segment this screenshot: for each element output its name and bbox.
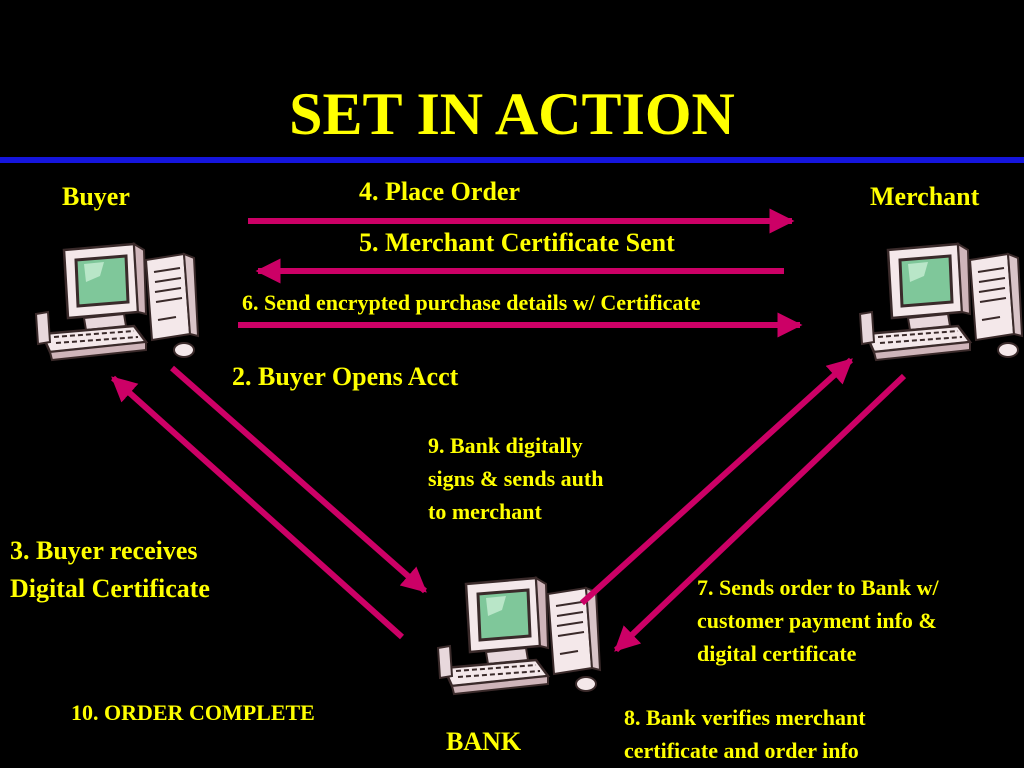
step-5-label: 5. Merchant Certificate Sent — [359, 228, 675, 257]
arrow-bank-to-buyer — [110, 375, 405, 640]
step-3-label: 3. Buyer receives Digital Certificate — [10, 532, 210, 609]
page-title: SET IN ACTION — [289, 81, 735, 147]
step-9-label: 9. Bank digitally signs & sends auth to … — [428, 429, 603, 528]
step-8-line: 8. Bank verifies merchant — [624, 705, 866, 730]
step-10-label: 10. ORDER COMPLETE — [71, 700, 315, 725]
step-7-label: 7. Sends order to Bank w/ customer payme… — [697, 571, 939, 670]
step-8-label: 8. Bank verifies merchant certificate an… — [624, 701, 866, 767]
arrow-buyer-to-bank — [170, 365, 427, 594]
step-6-label: 6. Send encrypted purchase details w/ Ce… — [242, 290, 701, 315]
step-7-line: customer payment info & — [697, 608, 937, 633]
step-9-line: 9. Bank digitally — [428, 433, 583, 458]
arrow-merchant-to-bank — [613, 373, 907, 653]
step-2-label: 2. Buyer Opens Acct — [232, 362, 459, 391]
buyer-computer-icon — [34, 242, 200, 362]
buyer-label: Buyer — [62, 182, 130, 211]
step-7-line: digital certificate — [697, 641, 857, 666]
step-3-line: Digital Certificate — [10, 574, 210, 604]
title-divider — [0, 157, 1024, 163]
bank-computer-icon — [436, 576, 602, 696]
arrow-bank-to-merchant — [579, 357, 854, 606]
step-9-line: signs & sends auth — [428, 466, 604, 491]
step-7-line: 7. Sends order to Bank w/ — [697, 575, 939, 600]
step-3-line: 3. Buyer receives — [10, 536, 198, 565]
step-4-label: 4. Place Order — [359, 177, 520, 206]
step-9-line: to merchant — [428, 499, 542, 524]
merchant-label: Merchant — [870, 182, 980, 211]
step-8-line: certificate and order info — [624, 738, 859, 763]
bank-label: BANK — [446, 727, 522, 756]
merchant-computer-icon — [858, 242, 1024, 362]
